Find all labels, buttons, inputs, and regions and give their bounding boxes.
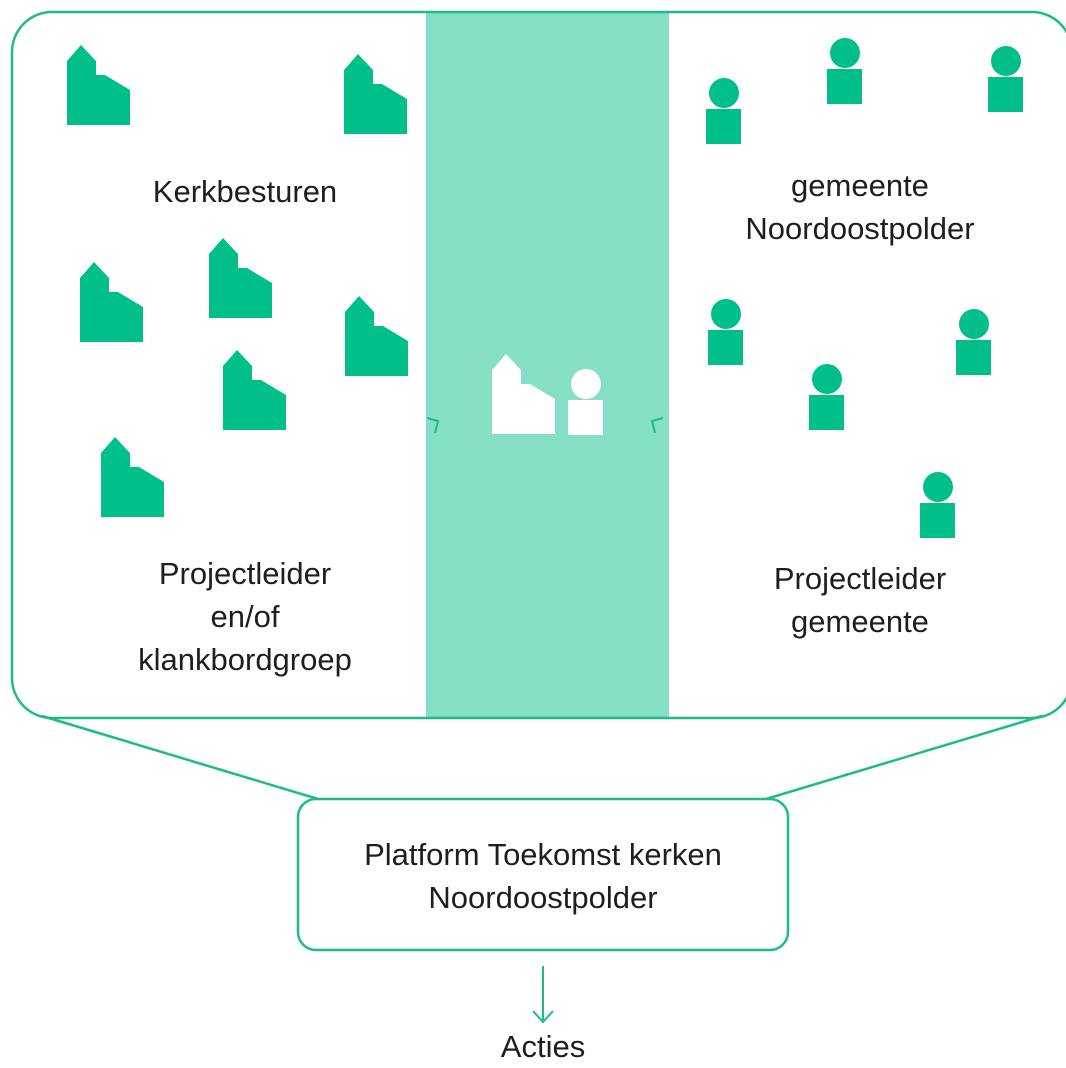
- right-marker-icon: [650, 417, 664, 434]
- church-icon: [345, 296, 408, 376]
- left-group-footer: Projectleider en/of klankbordgroep: [70, 552, 420, 681]
- footer-line: en/of: [210, 599, 280, 634]
- person-icon: [568, 369, 603, 435]
- right-group-footer: Projectleider gemeente: [700, 557, 1020, 643]
- church-icon: [101, 437, 164, 517]
- platform-line: Platform Toekomst kerken: [364, 837, 722, 872]
- funnel-right-line: [765, 714, 1043, 801]
- footer-line: Projectleider: [158, 556, 332, 591]
- church-icon: [80, 262, 143, 342]
- title-line: gemeente: [791, 168, 929, 203]
- arrow-down-icon: [532, 966, 554, 1024]
- result-label: Acties: [500, 1029, 586, 1064]
- church-icon: [209, 238, 272, 318]
- church-icon: [492, 354, 555, 434]
- footer-line: Projectleider: [773, 561, 947, 596]
- person-icon: [827, 38, 862, 104]
- left-marker-icon: [426, 417, 440, 434]
- church-icon: [344, 54, 407, 134]
- title-line: Noordoostpolder: [745, 211, 975, 246]
- person-icon: [920, 472, 955, 538]
- person-icon: [706, 78, 741, 144]
- platform-line: Noordoostpolder: [428, 880, 658, 915]
- footer-line: klankbordgroep: [138, 642, 352, 677]
- footer-line: gemeente: [791, 604, 929, 639]
- top-frame: [10, 10, 1066, 720]
- funnel-left-line: [41, 714, 319, 801]
- left-group-title: Kerkbesturen: [152, 174, 338, 209]
- person-icon: [956, 309, 991, 375]
- person-icon: [809, 364, 844, 430]
- church-icon: [223, 350, 286, 430]
- church-icon: [67, 45, 130, 125]
- person-icon: [708, 299, 743, 365]
- person-icon: [988, 46, 1023, 112]
- platform-label: Platform Toekomst kerken Noordoostpolder: [298, 833, 788, 919]
- center-band: [426, 12, 669, 718]
- platform-box: [296, 797, 790, 952]
- right-group-title: gemeente Noordoostpolder: [700, 164, 1020, 250]
